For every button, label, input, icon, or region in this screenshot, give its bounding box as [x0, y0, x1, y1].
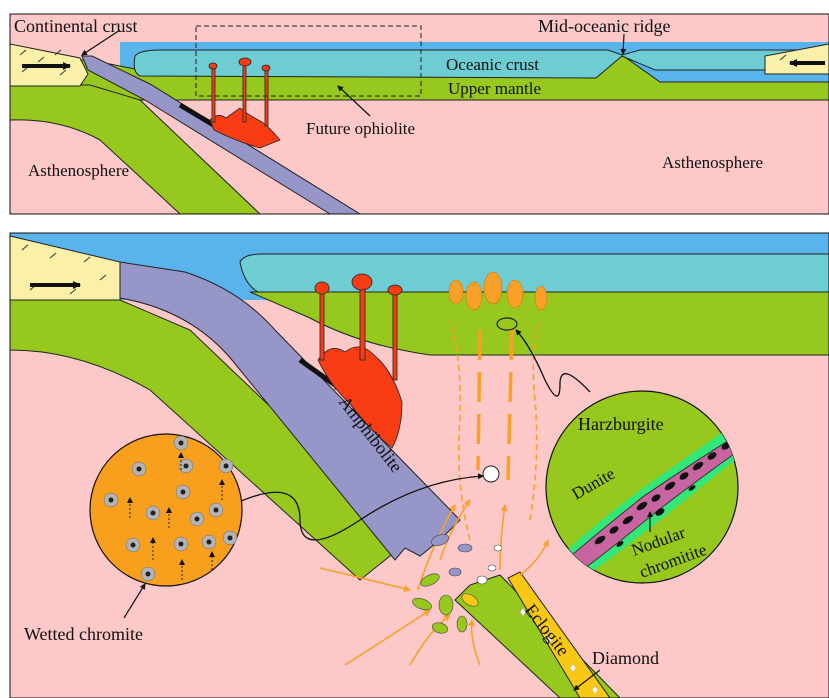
- label-asthenosphere-right: Asthenosphere: [662, 153, 763, 172]
- label-wetted-chromite: Wetted chromite: [24, 624, 143, 644]
- harzburgite-origin-ellipse: [497, 318, 517, 330]
- top-panel: [10, 14, 829, 214]
- label-continental-crust: Continental crust: [14, 16, 137, 36]
- label-harzburgite: Harzburgite: [578, 414, 664, 434]
- label-future-ophiolite: Future ophiolite: [306, 119, 415, 138]
- label-diamond: Diamond: [592, 648, 659, 668]
- chromite-origin-circle: [483, 466, 499, 482]
- label-mid-oceanic-ridge: Mid-oceanic ridge: [538, 16, 670, 36]
- label-oceanic-crust: Oceanic crust: [446, 55, 539, 74]
- label-upper-mantle: Upper mantle: [448, 79, 541, 98]
- label-asthenosphere-left: Asthenosphere: [28, 161, 129, 180]
- wetted-chromite-inset: [90, 434, 242, 586]
